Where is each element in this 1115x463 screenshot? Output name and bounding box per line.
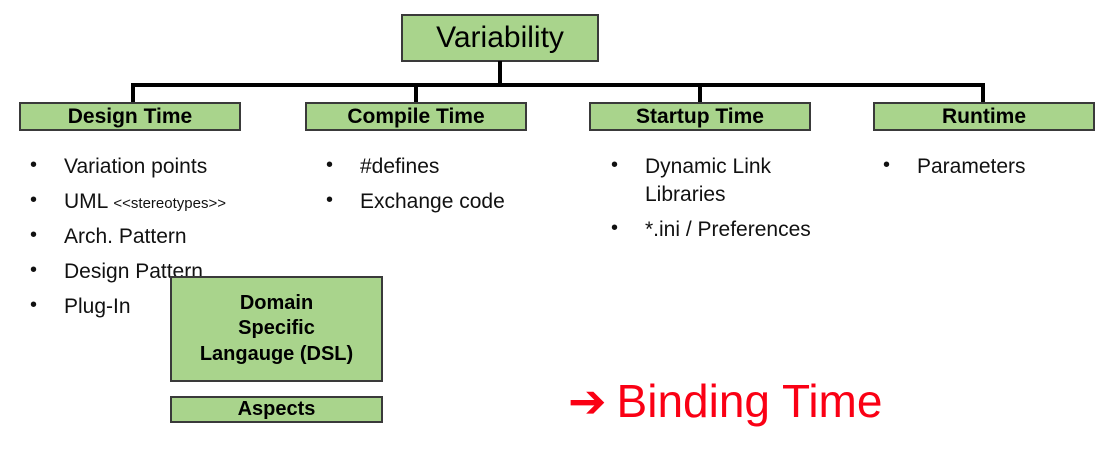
list-item: Dynamic Link Libraries: [603, 152, 865, 209]
category-label-startup-time: Startup Time: [636, 104, 764, 128]
list-item: Parameters: [875, 152, 1105, 181]
list-item: Arch. Pattern: [22, 222, 302, 251]
bullet-list-runtime: Parameters: [875, 152, 1105, 188]
root-box-label: Variability: [436, 21, 564, 54]
root-box-variability: Variability: [401, 14, 599, 62]
extra-box-domain-specific-language: Domain Specific Langauge (DSL): [170, 276, 383, 382]
aspects-label: Aspects: [237, 397, 316, 420]
list-item-label: Arch. Pattern: [64, 224, 187, 248]
dsl-line-1: Domain: [239, 291, 314, 314]
extra-box-aspects: Aspects: [170, 396, 383, 423]
category-box-runtime: Runtime: [873, 102, 1095, 131]
connector-horizontal-bus: [131, 83, 985, 87]
dsl-line-2: Specific: [238, 317, 315, 340]
category-box-design-time: Design Time: [19, 102, 241, 131]
connector-drop-compile-time: [414, 83, 418, 103]
list-item: #defines: [318, 152, 578, 181]
list-item-label: Plug-In: [64, 294, 131, 318]
binding-time-label: Binding Time: [616, 375, 883, 427]
list-item: Exchange code: [318, 187, 578, 216]
list-item: Design Pattern: [22, 257, 302, 286]
list-item: Variation points: [22, 152, 302, 181]
bullet-list-compile-time: #defines Exchange code: [318, 152, 578, 223]
category-label-design-time: Design Time: [67, 104, 193, 128]
list-item-label: *.ini / Preferences: [645, 217, 811, 241]
list-item-label: Dynamic Link Libraries: [645, 155, 772, 206]
list-item-label: Design Pattern: [64, 259, 203, 283]
list-item: Plug-In: [22, 292, 302, 321]
list-item-label: #defines: [360, 155, 440, 178]
list-item-label: Variation points: [64, 155, 208, 178]
connector-root-stem: [498, 61, 502, 86]
connector-drop-startup-time: [698, 83, 702, 103]
category-box-startup-time: Startup Time: [589, 102, 811, 131]
list-item-label: Exchange code: [360, 189, 505, 213]
connector-drop-design-time: [131, 83, 135, 103]
category-box-compile-time: Compile Time: [305, 102, 527, 131]
right-arrow-icon: ➔: [568, 374, 607, 428]
binding-time-callout: ➔ Binding Time: [568, 378, 882, 424]
list-item: UML <<stereotypes>>: [22, 187, 302, 216]
bullet-list-design-time: Variation points UML <<stereotypes>> Arc…: [22, 152, 302, 328]
connector-drop-runtime: [981, 83, 985, 103]
dsl-line-3: Langauge (DSL): [199, 342, 354, 365]
bullet-list-startup-time: Dynamic Link Libraries *.ini / Preferenc…: [603, 152, 865, 251]
list-item: *.ini / Preferences: [603, 215, 865, 244]
category-label-compile-time: Compile Time: [347, 104, 485, 128]
list-item-label: UML: [64, 189, 114, 213]
category-label-runtime: Runtime: [942, 104, 1026, 128]
list-item-label: Parameters: [917, 155, 1026, 178]
list-item-stereotype: <<stereotypes>>: [113, 194, 226, 212]
